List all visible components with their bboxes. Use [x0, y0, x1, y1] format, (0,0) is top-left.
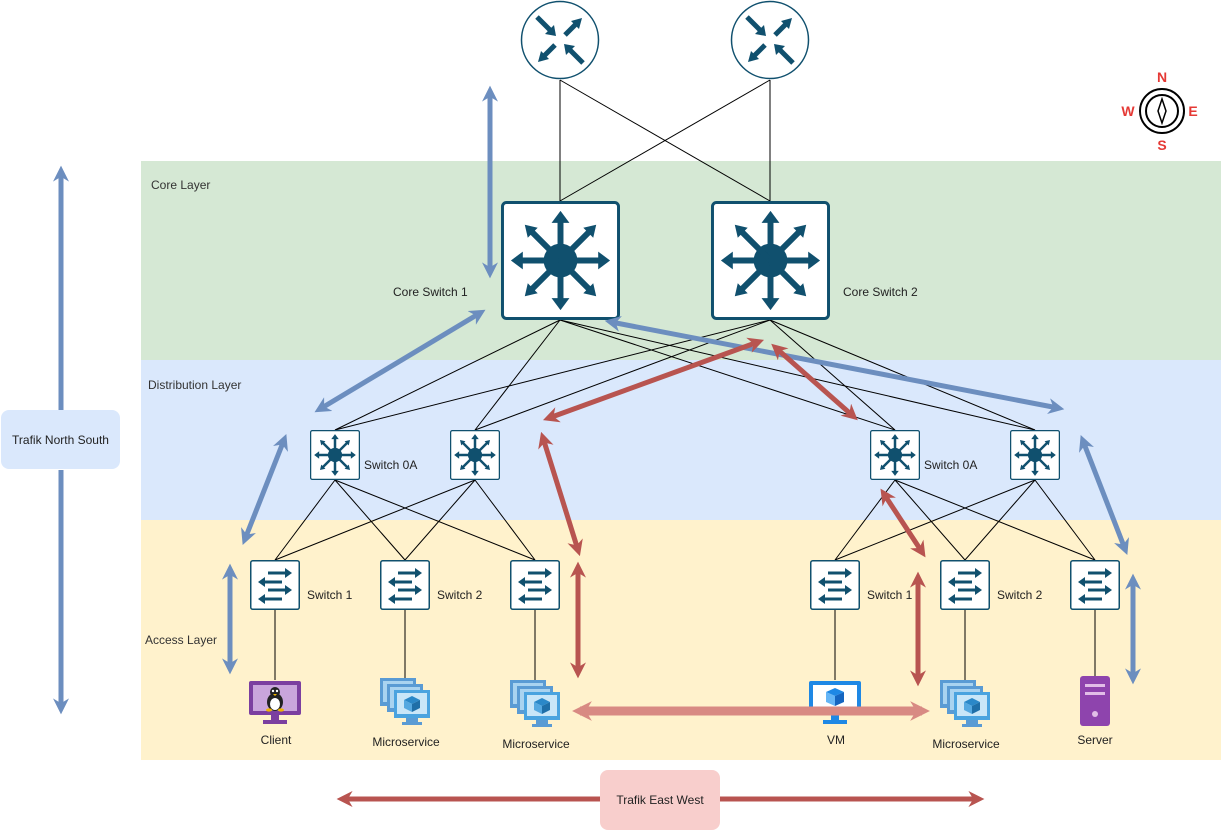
dist-switch-left-a-icon[interactable]	[310, 430, 360, 480]
router-right-icon[interactable]	[732, 2, 809, 79]
access-switch-left-2-icon[interactable]	[380, 560, 430, 610]
core-switch-1-icon[interactable]	[502, 202, 618, 318]
compass-south-label: S	[1157, 137, 1167, 153]
access-switch-right-2-label: Switch 2	[997, 588, 1043, 602]
access-switch-left-2-label: Switch 2	[437, 588, 483, 602]
microservice-icon[interactable]	[940, 680, 990, 727]
dist-switch-left-label: Switch 0A	[364, 458, 418, 472]
dist-switch-right-a-icon[interactable]	[870, 430, 920, 480]
core-switch-2-label: Core Switch 2	[843, 285, 918, 299]
client-label: Client	[260, 733, 292, 747]
east-west-arrows	[336, 337, 985, 808]
access-layer-label: Access Layer	[145, 633, 218, 647]
microservice-icon[interactable]	[380, 678, 430, 725]
access-switch-left-1-label: Switch 1	[307, 588, 353, 602]
dist-switch-left-b-icon[interactable]	[450, 430, 500, 480]
vm-label: VM	[827, 733, 845, 747]
core-layer-label: Core Layer	[151, 178, 211, 192]
microservice-icon[interactable]	[510, 680, 560, 727]
dist-switch-right-b-icon[interactable]	[1010, 430, 1060, 480]
compass-north-label: N	[1156, 69, 1168, 85]
north-south-traffic-label: Trafik North South	[1, 410, 120, 469]
core-switch-1-label: Core Switch 1	[393, 285, 468, 299]
microservice-label: Microservice	[372, 735, 440, 749]
microservice-label: Microservice	[502, 737, 570, 751]
east-west-traffic-label: Trafik East West	[600, 770, 720, 830]
access-switch-left-1-icon[interactable]	[250, 560, 300, 610]
vm-icon[interactable]	[809, 681, 861, 724]
access-switch-right-1-icon[interactable]	[810, 560, 860, 610]
compass-east-label: E	[1188, 103, 1198, 119]
microservice-label: Microservice	[932, 737, 1000, 751]
compass-icon	[1139, 88, 1185, 134]
access-switch-right-3-icon[interactable]	[1070, 560, 1120, 610]
access-switch-right-1-label: Switch 1	[867, 588, 913, 602]
access-switch-left-3-icon[interactable]	[510, 560, 560, 610]
access-switch-right-2-icon[interactable]	[940, 560, 990, 610]
core-switch-2-icon[interactable]	[712, 202, 828, 318]
distribution-layer-label: Distribution Layer	[148, 378, 242, 392]
dist-switch-right-label: Switch 0A	[924, 458, 978, 472]
server-icon[interactable]	[1080, 676, 1110, 726]
router-left-icon[interactable]	[522, 2, 599, 79]
compass-west-label: W	[1121, 103, 1135, 119]
server-label: Server	[1077, 733, 1113, 747]
linux-client-icon[interactable]	[249, 681, 301, 724]
